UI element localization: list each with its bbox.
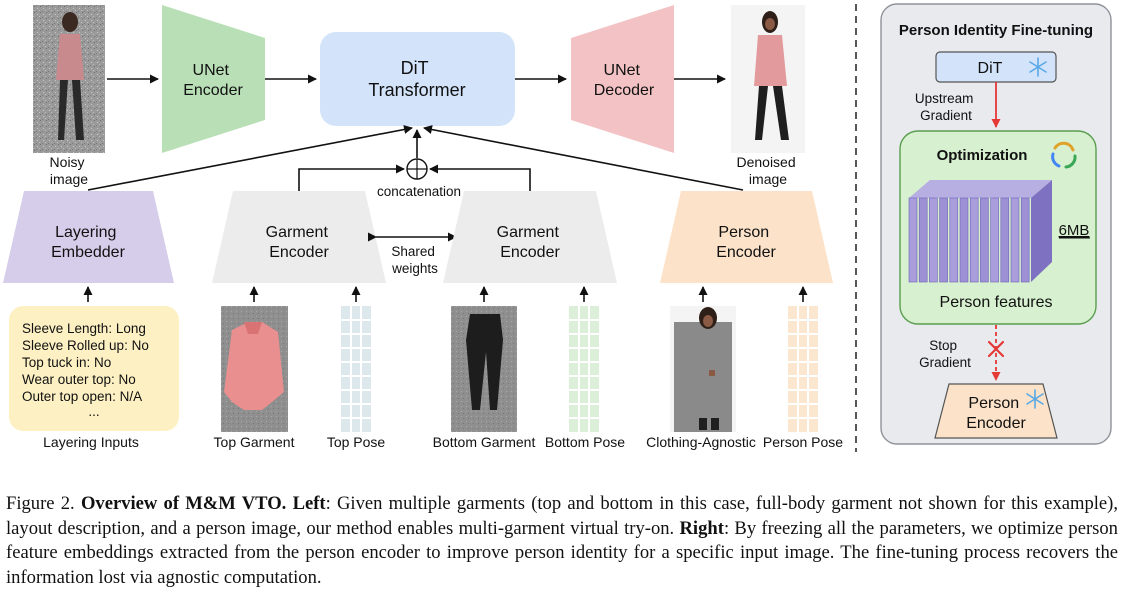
top-garment-label: Top Garment (214, 434, 295, 450)
optimization-cycle-icon (1051, 141, 1077, 169)
layering-input-line: Outer top open: N/A (22, 389, 142, 404)
feature-slice (959, 197, 969, 283)
person-feature-slices (908, 197, 1030, 283)
right-dit-label: DiT (978, 60, 1003, 77)
arrow-person-to-dit (423, 125, 744, 191)
figure-caption: Figure 2. Overview of M&M VTO. Left: Giv… (6, 492, 1118, 590)
caption-left-marker: Left (292, 493, 326, 514)
right-dit-box: DiT (935, 51, 1057, 83)
noisy-image-label: Noisy image (50, 154, 89, 187)
layering-input-line: Wear outer top: No (22, 372, 136, 387)
garment-encoder-top: Garment Encoder (212, 191, 386, 283)
person-features-label: Person features (940, 294, 1053, 311)
unet-decoder: UNet Decoder (571, 5, 674, 153)
right-person-encoder-label: Person Encoder (966, 395, 1026, 432)
unet-encoder: UNet Encoder (162, 5, 265, 153)
feature-slice (1020, 197, 1030, 283)
clothing-agnostic-label: Clothing-Agnostic (646, 434, 756, 450)
person-feature-blocks (909, 180, 1052, 282)
frozen-snowflake-icon (1029, 57, 1047, 77)
bottom-garment-label: Bottom Garment (433, 434, 536, 450)
noisy-image (33, 5, 105, 153)
caption-right-marker: Right (679, 517, 724, 539)
feature-slice (939, 197, 948, 283)
svg-text:Sleeve Length: Long Slee: Sleeve Length: Long Sleeve Rolled up: No… (22, 321, 153, 404)
layering-embedder: Layering Embedder (3, 191, 174, 283)
person-encoder: Person Encoder (660, 191, 833, 283)
bottom-pose-image (569, 306, 599, 432)
feature-slice (949, 197, 959, 283)
frozen-snowflake-icon (1026, 389, 1044, 409)
denoised-image (731, 5, 805, 153)
caption-left-text: : Given multiple garments (top and botto… (6, 493, 1119, 539)
top-pose-label: Top Pose (327, 434, 386, 450)
stop-cross-icon (987, 340, 1005, 358)
optimization-label: Optimization (937, 147, 1028, 164)
arrow-garment2-to-concat (429, 164, 531, 191)
feature-slice (980, 197, 989, 283)
bottom-garment-image (451, 306, 517, 432)
shared-weights-label: Shared weights (391, 244, 439, 276)
feature-slice (969, 197, 979, 283)
layering-inputs-label: Layering Inputs (43, 434, 139, 450)
person-pose-label: Person Pose (763, 434, 843, 450)
caption-figure-number: Figure 2. (6, 493, 75, 514)
top-garment-image (221, 306, 288, 432)
layering-input-line: Sleeve Length: Long (22, 321, 146, 336)
caption-right-text: : By freezing all the parameters, we opt… (6, 517, 1118, 588)
input-labels: Layering Inputs Top Garment Top Pose Bot… (43, 434, 843, 450)
concatenation-label: concatenation (377, 184, 461, 199)
bottom-pose-label: Bottom Pose (545, 434, 625, 450)
feature-slice (990, 197, 999, 283)
upstream-gradient-label: Upstream Gradient (915, 91, 977, 123)
denoised-image-label: Denoised image (736, 154, 799, 187)
feature-slice (1010, 197, 1020, 283)
layering-embedder-label: Layering Embedder (51, 224, 125, 261)
top-pose-image (341, 306, 371, 432)
clothing-agnostic-image (670, 306, 736, 432)
stop-gradient-label: Stop Gradient (919, 338, 971, 370)
layering-input-line: Sleeve Rolled up: No (22, 338, 149, 353)
caption-title: Overview of M&M VTO. (80, 493, 287, 514)
layering-input-line: Top tuck in: No (22, 355, 111, 370)
arrow-layering-to-dit (87, 125, 413, 191)
architecture-diagram: Noisy image UNet Encoder DiT Transformer… (3, 3, 1112, 452)
garment-encoder-top-label: Garment Encoder (266, 224, 333, 261)
unet-encoder-label: UNet Encoder (183, 62, 243, 99)
person-pose-image (788, 306, 818, 432)
dit-transformer-label: DiT Transformer (368, 58, 465, 100)
feature-slice (1000, 197, 1010, 283)
feature-slice (929, 197, 938, 283)
dit-transformer: DiT Transformer (320, 32, 515, 126)
arrow-garment1-to-concat (298, 164, 405, 191)
garment-encoder-bottom-label: Garment Encoder (497, 224, 564, 261)
right-person-encoder: Person Encoder (934, 383, 1058, 439)
layering-input-ellipsis: ... (88, 404, 99, 419)
feature-slice (918, 197, 928, 283)
garment-encoder-bottom: Garment Encoder (443, 191, 617, 283)
right-panel-title: Person Identity Fine-tuning (899, 22, 1093, 39)
unet-decoder-label: UNet Decoder (594, 62, 655, 99)
feature-slice (908, 197, 918, 283)
feature-size-label: 6MB (1059, 222, 1090, 239)
person-encoder-label: Person Encoder (716, 224, 776, 261)
layering-inputs-box: Sleeve Length: Long Sleeve Rolled up: No… (9, 306, 179, 431)
